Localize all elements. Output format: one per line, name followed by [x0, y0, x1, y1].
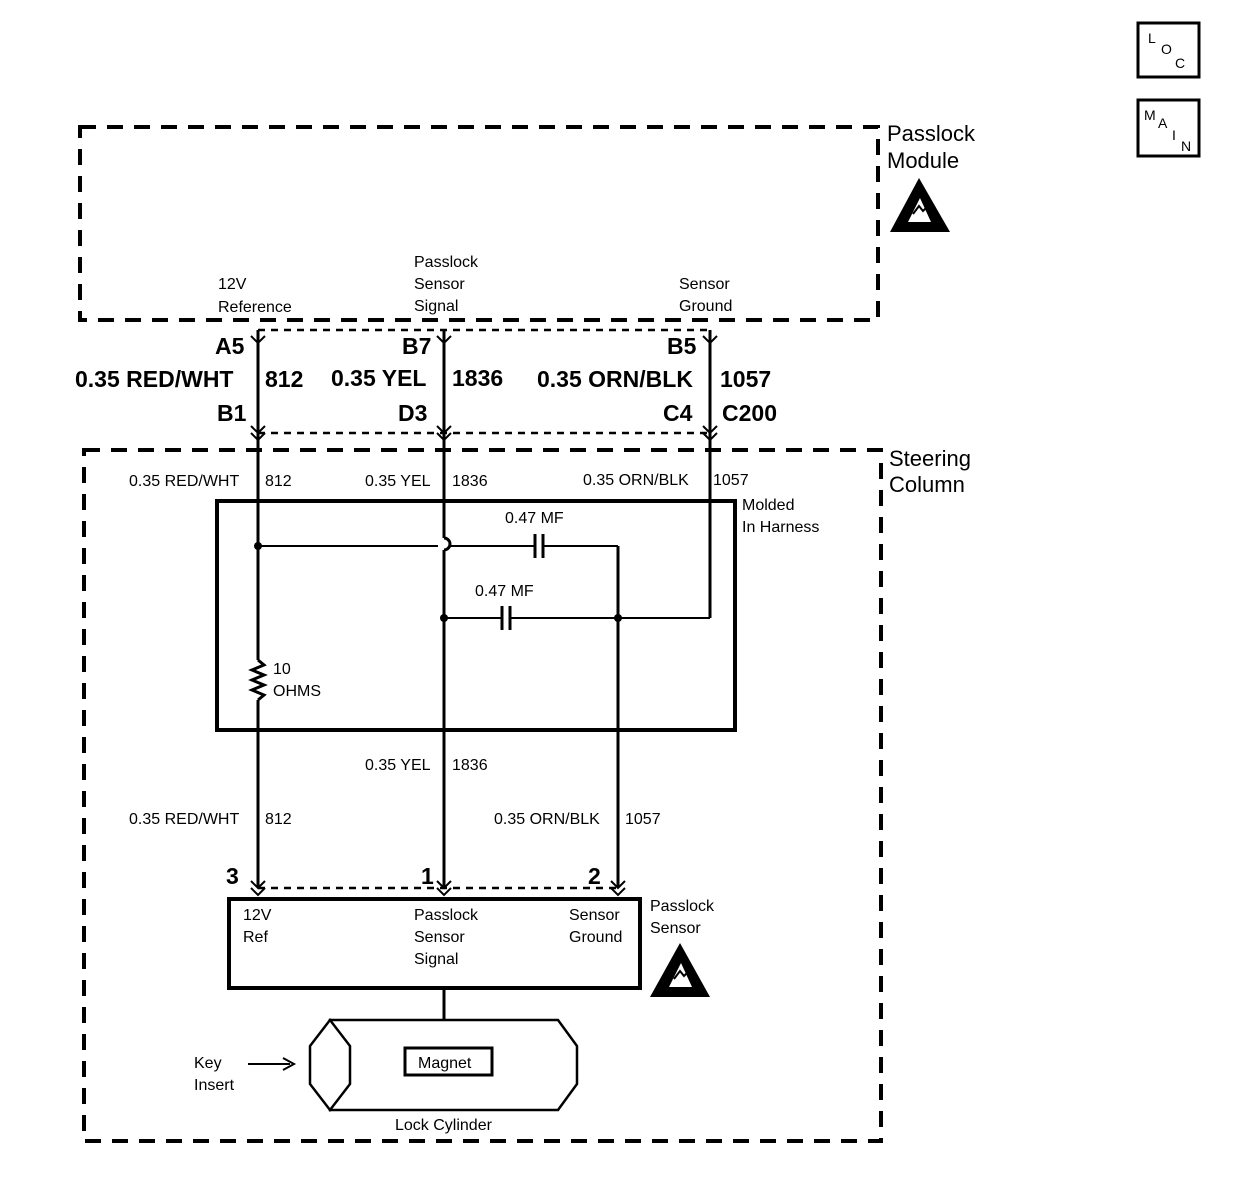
wire-circuit: 1836	[452, 473, 488, 490]
svg-text:Signal: Signal	[414, 298, 458, 315]
steering-column-title: Column	[889, 472, 965, 497]
harness-title: Molded	[742, 497, 794, 514]
loc-button[interactable]: L O C	[1136, 21, 1201, 79]
capacitor-2	[440, 606, 710, 630]
passlock-module-title: Passlock	[887, 121, 976, 146]
main-letter: A	[1158, 115, 1168, 131]
connector-terminals	[250, 335, 718, 897]
esd-warning-icon	[650, 943, 710, 997]
main-letter: M	[1144, 107, 1156, 123]
loc-letter: O	[1161, 41, 1172, 57]
svg-text:Reference: Reference	[218, 299, 292, 316]
svg-text:Sensor: Sensor	[414, 276, 465, 293]
svg-text:Passlock: Passlock	[414, 254, 479, 271]
molded-harness-box	[215, 499, 737, 732]
wire-label: 0.35 YEL	[365, 757, 431, 774]
sensor-pin-label: Sensor	[414, 929, 465, 946]
pin-b5: B5	[667, 333, 697, 359]
sensor-pin-label: Sensor	[569, 907, 620, 924]
sensor-pin-1: 1	[421, 863, 434, 889]
wire-circuit: 812	[265, 473, 292, 490]
module-pin-signal-label: Passlock Sensor Signal	[414, 254, 479, 315]
pin-d3: D3	[398, 400, 427, 426]
harness-title: In Harness	[742, 519, 819, 536]
arrow-right-icon	[248, 1057, 297, 1071]
loc-letter: L	[1148, 30, 1156, 46]
wire-yel-label: 0.35 YEL	[331, 365, 426, 391]
wire-label: 0.35 ORN/BLK	[583, 472, 689, 489]
main-button[interactable]: M A I N	[1136, 98, 1201, 158]
wire-red-label: 0.35 RED/WHT	[75, 366, 233, 392]
wire-yel-circuit: 1836	[452, 365, 503, 391]
resistor-label: OHMS	[273, 683, 321, 700]
steering-column-box	[82, 448, 883, 1143]
wire-orn-blk	[616, 330, 712, 888]
pin-c4: C4	[663, 400, 693, 426]
wire-yel	[442, 330, 452, 888]
esd-warning-icon	[890, 178, 950, 232]
passlock-module-box	[78, 125, 880, 322]
sensor-pin-label: Ref	[243, 929, 268, 946]
passlock-module-title: Module	[887, 148, 959, 173]
wire-circuit: 1836	[452, 757, 488, 774]
wire-label: 0.35 YEL	[365, 473, 431, 490]
wire-circuit: 1057	[713, 472, 749, 489]
sensor-pin-label: Ground	[569, 929, 622, 946]
key-insert-label: Key	[194, 1055, 222, 1072]
capacitor-2-label: 0.47 MF	[475, 583, 534, 600]
wire-circuit: 1057	[625, 811, 661, 828]
sensor-pin-label: 12V	[243, 907, 272, 924]
capacitor-1	[254, 534, 618, 558]
module-pin-ref-label: 12V Reference	[218, 276, 292, 316]
svg-text:Ground: Ground	[679, 298, 732, 315]
passlock-sensor-box	[227, 897, 642, 990]
wire-label: 0.35 ORN/BLK	[494, 811, 600, 828]
sensor-pin-label: Passlock	[414, 907, 479, 924]
connector-c200: C200	[722, 400, 777, 426]
sensor-pin-2: 2	[588, 863, 601, 889]
svg-text:Sensor: Sensor	[679, 276, 730, 293]
svg-text:12V: 12V	[218, 276, 247, 293]
wire-label: 0.35 RED/WHT	[129, 473, 239, 490]
sensor-pin-3: 3	[226, 863, 239, 889]
capacitor-1-label: 0.47 MF	[505, 510, 564, 527]
lock-cylinder-label: Lock Cylinder	[395, 1117, 493, 1134]
passlock-sensor-title: Sensor	[650, 920, 701, 937]
loc-letter: C	[1175, 55, 1185, 71]
magnet-label-box: Magnet	[403, 1046, 494, 1077]
module-pin-ground-label: Sensor Ground	[679, 276, 732, 315]
wire-circuit: 812	[265, 811, 292, 828]
pin-b7: B7	[402, 333, 431, 359]
wire-label: 0.35 RED/WHT	[129, 811, 239, 828]
magnet-label: Magnet	[418, 1055, 472, 1072]
resistor-label: 10	[273, 661, 291, 678]
wire-red-circuit: 812	[265, 366, 303, 392]
pin-b1: B1	[217, 400, 247, 426]
wire-orn-circuit: 1057	[720, 366, 771, 392]
main-letter: I	[1172, 127, 1176, 143]
steering-column-title: Steering	[889, 446, 971, 471]
main-letter: N	[1181, 138, 1191, 154]
passlock-sensor-title: Passlock	[650, 898, 715, 915]
wire-orn-label: 0.35 ORN/BLK	[537, 366, 693, 392]
key-insert-label: Insert	[194, 1077, 235, 1094]
resistor-10-ohms	[248, 658, 268, 702]
pin-a5: A5	[215, 333, 245, 359]
sensor-pin-label: Signal	[414, 951, 458, 968]
